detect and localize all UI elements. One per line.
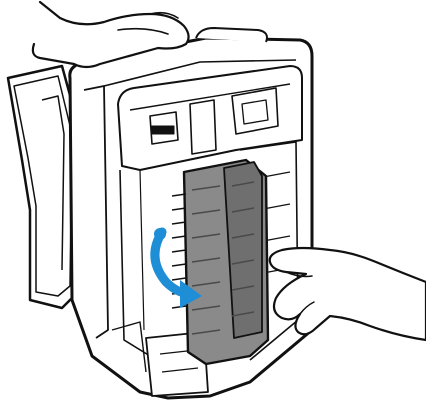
label-plate-icon (152, 126, 174, 134)
rear-cover (172, 160, 268, 364)
